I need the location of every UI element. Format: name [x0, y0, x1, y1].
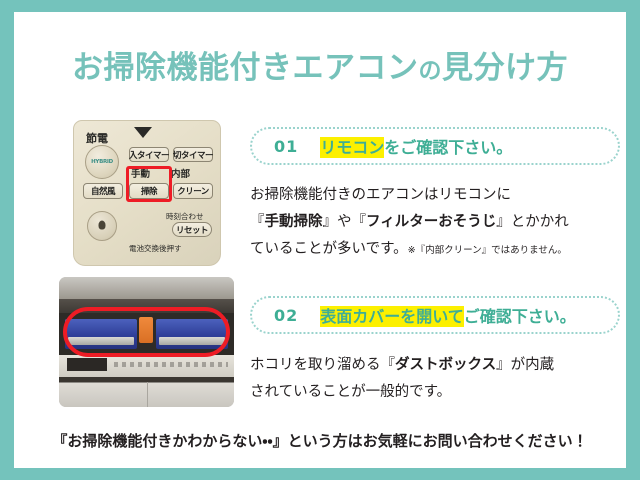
section-title-02-highlight: 表面カバーを開いて [320, 306, 464, 327]
section-title-01: リモコンをご確認下さい。 [320, 134, 512, 158]
bracket-end-1: 』とかかれ [496, 214, 569, 230]
ac-dustbox-left-label [68, 337, 134, 345]
section-body-01-line2: 『手動掃除』や『フィルターおそうじ』とかかれ [250, 209, 569, 236]
ac-top-cover [59, 277, 234, 299]
bulb-icon [98, 220, 106, 230]
term-filter-osouji: フィルターおそうじ [366, 214, 497, 230]
remote-button-souji: 掃除 [129, 183, 169, 199]
section-body-02: ホコリを取り溜める『ダストボックス』が内蔵 されていることが一般的です。 [250, 352, 554, 406]
page-title: お掃除機能付きエアコンの見分け方 [14, 42, 626, 87]
remote-label-naibu: 内部 [171, 169, 191, 180]
bracket-mid-1: 』や『 [322, 214, 367, 230]
page-title-part2: 見分け方 [442, 50, 568, 86]
ac-lower-front-flap [59, 377, 234, 407]
remote-label-battery-note: 電池交換後押す [129, 244, 182, 253]
remote-label-shudou: 手動 [131, 169, 151, 180]
section-body-02-line2: されていることが一般的です。 [250, 384, 452, 400]
hybrid-label: HYBRID [91, 159, 113, 165]
ac-center-orange-part [139, 317, 153, 343]
ac-control-panel [59, 355, 234, 377]
red-highlight-ellipse-dustbox [63, 307, 230, 357]
section-header-01: 01 リモコンをご確認下さい。 [250, 127, 620, 165]
ac-panel-printed-text [114, 362, 228, 367]
bracket-end-2: 』が内蔵 [496, 357, 555, 373]
section-body-01-line3: ていることが多いです。※『内部クリーン』ではありません。 [250, 236, 569, 264]
section-title-02-rest: ご確認下さい。 [463, 307, 576, 326]
ac-dustbox-right-label [159, 337, 225, 345]
photo-ac-unit-open [59, 277, 234, 407]
section-number-02: 02 [274, 305, 299, 325]
ac-flap-seam [146, 382, 148, 407]
section-body-02-line1: ホコリを取り溜める『ダストボックス』が内蔵 [250, 352, 554, 379]
remote-label-setsuden: 節電 [86, 132, 108, 145]
term-dust-box: ダストボックス [395, 357, 497, 373]
red-highlight-box-shudou-souji [126, 166, 172, 202]
triangle-down-icon [134, 127, 152, 138]
remote-button-off-timer: 切タイマー [173, 147, 214, 162]
section-header-02: 02 表面カバーを開いてご確認下さい。 [250, 296, 620, 334]
section-number-01: 01 [274, 136, 299, 156]
photo-remote-control: 節電 HYBRID 入タイマー 切タイマー 手動 内部 掃除 クリーン 自然風 … [59, 115, 234, 267]
remote-button-reset: リセット [172, 222, 212, 237]
section-body-01-note: ※『内部クリーン』ではありません。 [407, 245, 567, 256]
term-shudou-souji: 手動掃除 [264, 214, 323, 230]
page-title-part1: お掃除機能付きエアコン [72, 50, 419, 86]
footer-contact-message: 『お掃除機能付きかわからない・・』という方はお気軽にお問い合わせください！ [52, 432, 588, 450]
ac-panel-slot [67, 358, 107, 371]
page-title-particle: の [418, 58, 442, 84]
remote-button-clean: クリーン [173, 183, 213, 199]
section-body-01-line1: お掃除機能付きのエアコンはリモコンに [250, 187, 511, 203]
section-body-01-line3-text: ていることが多いです。 [250, 241, 408, 257]
remote-button-on-timer: 入タイマー [129, 147, 170, 162]
bracket-open-2: ホコリを取り溜める『 [250, 357, 395, 373]
section-title-01-rest: をご確認下さい。 [384, 138, 513, 157]
section-body-01: お掃除機能付きのエアコンはリモコンに 『手動掃除』や『フィルターおそうじ』とかか… [250, 182, 569, 264]
content-panel: お掃除機能付きエアコンの見分け方 節電 HYBRID 入タイマー 切タイマー 手… [14, 12, 626, 468]
remote-dial-light [87, 211, 117, 241]
remote-button-natural-wind: 自然風 [83, 183, 123, 199]
remote-dial-hybrid: HYBRID [85, 145, 119, 179]
remote-label-clock-setting: 時刻合わせ [166, 212, 204, 221]
section-title-02: 表面カバーを開いてご確認下さい。 [320, 303, 576, 327]
section-title-01-highlight: リモコン [320, 137, 385, 158]
bracket-open-1: 『 [250, 214, 265, 230]
remote-body: 節電 HYBRID 入タイマー 切タイマー 手動 内部 掃除 クリーン 自然風 … [73, 120, 221, 266]
